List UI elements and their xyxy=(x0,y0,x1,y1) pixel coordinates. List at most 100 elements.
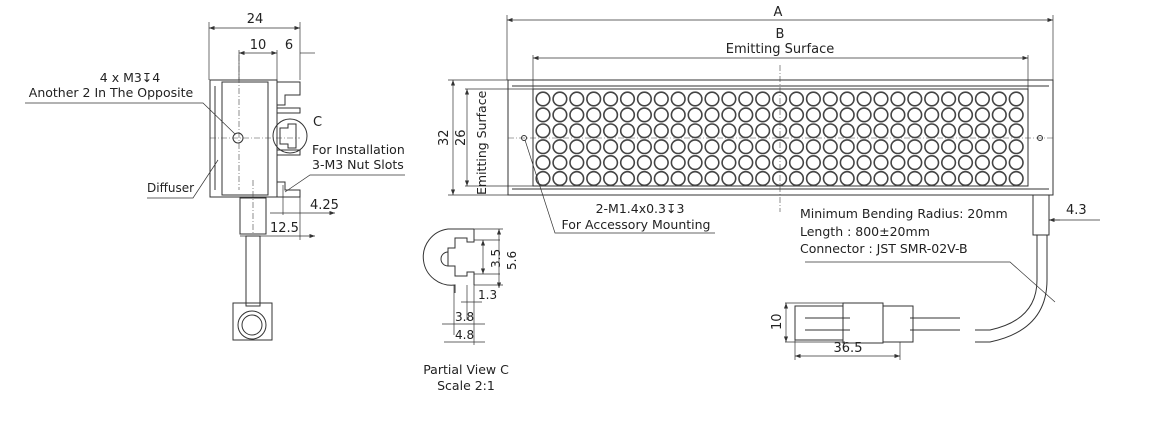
side-view: 24 10 6 4.25 12.5 4 x M3↧4 Another 2 In … xyxy=(25,12,405,341)
dim-26: 26 xyxy=(454,129,469,146)
led-dot xyxy=(856,123,872,139)
led-dot xyxy=(586,91,602,107)
led-dot xyxy=(535,170,551,187)
led-dot xyxy=(619,123,636,139)
led-dot xyxy=(907,107,923,123)
led-dot xyxy=(805,170,822,187)
led-dot xyxy=(636,155,653,171)
cable-note-connector: Connector : JST SMR-02V-B xyxy=(800,241,968,256)
led-dot xyxy=(890,123,906,139)
led-dot xyxy=(957,139,974,155)
cable-note-length: Length : 800±20mm xyxy=(800,224,930,239)
led-dot xyxy=(619,170,636,187)
led-dot xyxy=(552,91,568,107)
led-dot xyxy=(890,107,906,123)
led-dot xyxy=(704,91,720,107)
led-dot xyxy=(924,91,940,107)
led-dot xyxy=(586,107,602,123)
led-dot xyxy=(856,107,872,123)
led-dot xyxy=(839,155,855,171)
led-dot xyxy=(670,91,686,107)
led-dot xyxy=(890,170,906,187)
install-note-line-2: 3-M3 Nut Slots xyxy=(312,157,404,172)
led-dot xyxy=(907,123,923,139)
led-dot xyxy=(839,139,855,155)
emitting-surface-label: Emitting Surface xyxy=(726,42,834,57)
led-dot xyxy=(636,107,653,123)
led-dot xyxy=(957,170,974,187)
partial-view-c: 3.5 5.6 1.3 3.8 4.8 Partial View C Scale… xyxy=(422,228,519,393)
led-dot xyxy=(991,139,1007,155)
led-dot xyxy=(822,139,838,155)
led-dot xyxy=(839,123,855,139)
dim-5-6: 5.6 xyxy=(505,251,519,270)
led-dot xyxy=(535,139,551,155)
led-dot xyxy=(738,107,754,123)
led-dot xyxy=(924,170,940,187)
led-dot xyxy=(569,107,585,123)
led-dot xyxy=(771,170,788,187)
led-dot xyxy=(957,123,974,139)
led-dot xyxy=(738,155,754,171)
led-dot xyxy=(755,123,771,139)
led-dot xyxy=(873,123,889,139)
led-dot xyxy=(653,170,669,187)
led-dot xyxy=(721,170,737,187)
led-dot xyxy=(924,107,940,123)
led-dot xyxy=(721,123,737,139)
dim-10-connector: 10 xyxy=(770,313,785,330)
led-dot xyxy=(738,139,754,155)
led-dot xyxy=(822,155,838,171)
led-dot xyxy=(653,155,669,171)
led-dot xyxy=(940,170,957,187)
dim-24: 24 xyxy=(247,12,264,27)
led-dot xyxy=(552,170,568,187)
led-dot xyxy=(924,139,940,155)
led-dot xyxy=(873,91,889,107)
led-dot xyxy=(602,139,619,155)
led-dot xyxy=(957,107,974,123)
led-dot xyxy=(822,91,838,107)
led-dot xyxy=(755,139,771,155)
led-dot xyxy=(771,139,788,155)
led-dot xyxy=(907,155,923,171)
led-dot xyxy=(552,139,568,155)
led-dot xyxy=(890,139,906,155)
led-dot xyxy=(856,91,872,107)
led-dot xyxy=(788,139,805,155)
led-dot xyxy=(687,155,703,171)
cable-note-bending-radius: Minimum Bending Radius: 20mm xyxy=(800,206,1008,221)
led-dot xyxy=(586,155,602,171)
led-dot xyxy=(670,123,686,139)
led-dot xyxy=(636,139,653,155)
led-dot xyxy=(856,155,872,171)
led-dot xyxy=(974,107,991,123)
led-dot xyxy=(670,170,686,187)
led-dot xyxy=(738,123,754,139)
dim-1-3: 1.3 xyxy=(478,288,497,302)
dim-6: 6 xyxy=(285,38,293,53)
led-dot xyxy=(991,91,1007,107)
led-dot xyxy=(704,107,720,123)
led-dot xyxy=(788,155,805,171)
led-dot xyxy=(1008,107,1024,123)
led-dot xyxy=(569,91,585,107)
led-dot xyxy=(552,123,568,139)
led-dot xyxy=(755,91,771,107)
led-dot xyxy=(687,123,703,139)
detail-c-circle xyxy=(272,118,308,154)
led-dot xyxy=(738,91,754,107)
dim-3-5: 3.5 xyxy=(489,249,503,268)
led-dot xyxy=(755,170,771,187)
led-dot xyxy=(805,155,822,171)
dim-32: 32 xyxy=(437,129,452,146)
led-dot xyxy=(569,155,585,171)
led-dot xyxy=(1008,170,1024,187)
led-dot xyxy=(839,107,855,123)
dim-a: A xyxy=(774,5,783,20)
led-dot xyxy=(856,139,872,155)
led-dot xyxy=(957,155,974,171)
led-dot xyxy=(974,91,991,107)
led-dot xyxy=(771,107,788,123)
